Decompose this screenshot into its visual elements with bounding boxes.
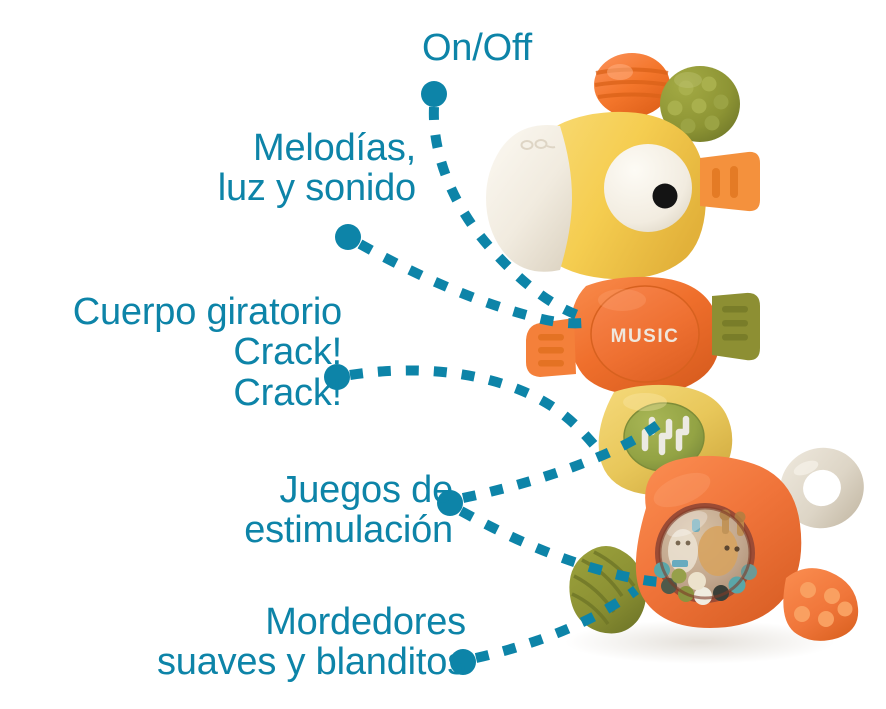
leader-line-juegos-de-estimulacion xyxy=(461,416,668,503)
leader-dot-mordedores-suaves-blanditos xyxy=(450,649,476,675)
callout-leader-lines xyxy=(349,106,668,663)
callout-label-mordedores: Mordedores suaves y blanditos xyxy=(156,601,466,684)
rattle-window-icon xyxy=(654,503,757,605)
antenna-orange-icon xyxy=(594,53,670,120)
foot-knobby-icon xyxy=(783,568,859,641)
leader-line-on-off xyxy=(428,106,582,321)
eye-icon xyxy=(604,144,692,232)
leader-line-juegos-de-estimulacion xyxy=(458,506,661,587)
callout-label-cuerpo-giratorio: Cuerpo giratorio Crack! Crack! xyxy=(72,291,342,414)
callout-label-juegos-estimulacion: Juegos de estimulación xyxy=(244,469,453,552)
head-dome-cream-part xyxy=(486,125,572,272)
callout-label-on-off: On/Off xyxy=(421,27,532,69)
music-segment-part: MUSIC xyxy=(570,276,721,396)
music-tab-right-icon xyxy=(712,292,760,361)
product-shadow xyxy=(565,620,835,664)
leader-line-cuerpo-giratorio-crack xyxy=(349,365,604,456)
callout-dots xyxy=(324,81,476,675)
leader-line-mordedores-suaves-blanditos xyxy=(474,585,639,663)
leader-dot-on-off xyxy=(421,81,447,107)
leader-dot-cuerpo-giratorio-crack xyxy=(324,364,350,390)
teething-ring-icon xyxy=(780,447,864,529)
tail-teether-icon xyxy=(569,546,646,634)
music-button-label: MUSIC xyxy=(611,326,680,347)
leader-dot-juegos-de-estimulacion xyxy=(437,490,463,516)
callout-label-melodias: Melodías, luz y sonido xyxy=(217,127,416,210)
head-fin-orange-icon xyxy=(700,151,760,212)
leader-dot-melodias-luz-sonido xyxy=(335,224,361,250)
music-tab-left-icon xyxy=(526,318,576,377)
